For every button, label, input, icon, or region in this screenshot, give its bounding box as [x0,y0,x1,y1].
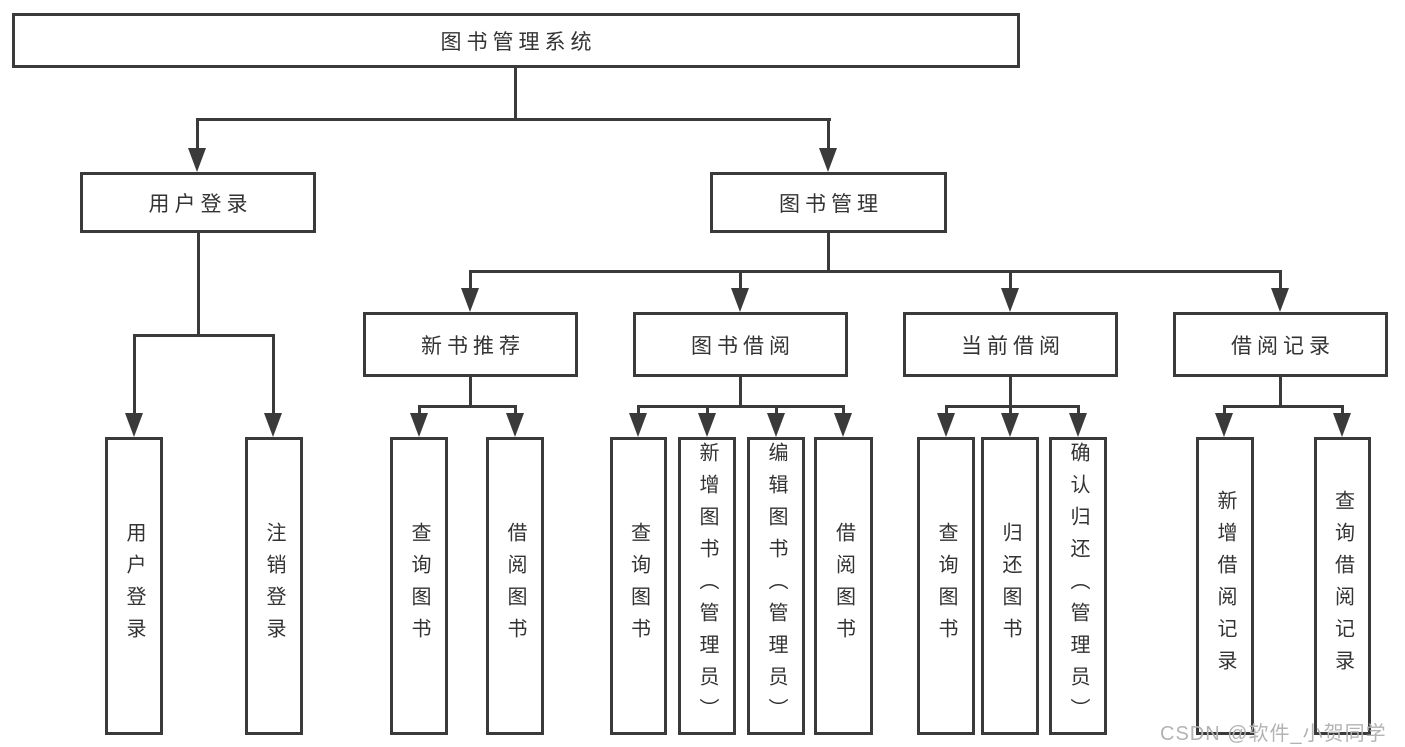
node-book-management-label: 图书管理 [779,192,883,216]
arrowhead [1271,288,1289,312]
arrowhead [1001,288,1019,312]
arrowhead [834,413,852,437]
connector [514,405,517,416]
leaf-query-books-current: 查询图书 [917,437,975,735]
connector [1279,377,1282,408]
arrowhead [410,413,428,437]
leaf-query-books-recommend: 查询图书 [390,437,448,735]
connector [196,118,199,150]
node-user-login: 用户登录 [80,172,316,233]
connector [514,68,517,120]
arrowhead [188,148,206,172]
leaf-query-books-recommend-label: 查询图书 [408,522,430,650]
arrowhead [1215,413,1233,437]
leaf-confirm-return-admin-label: 确认归还（管理员） [1067,442,1089,730]
connector [1009,377,1012,408]
arrowhead [629,413,647,437]
node-borrowing-records: 借阅记录 [1173,312,1388,377]
connector [418,405,421,416]
node-user-login-label: 用户登录 [148,192,253,216]
leaf-borrow-books-recommend: 借阅图书 [486,437,544,735]
leaf-query-books-borrowing: 查询图书 [610,437,667,735]
leaf-query-books-borrowing-label: 查询图书 [627,522,650,650]
leaf-logout: 注销登录 [245,437,303,735]
connector [469,377,472,408]
connector [1341,405,1344,416]
leaf-edit-book-admin: 编辑图书（管理员） [747,437,805,735]
node-book-borrowing: 图书借阅 [633,312,848,377]
arrowhead [1001,413,1019,437]
node-current-borrowing: 当前借阅 [903,312,1118,377]
leaf-logout-label: 注销登录 [263,522,285,650]
connector [775,405,778,416]
leaf-add-book-admin: 新增图书（管理员） [678,437,736,735]
connector [842,405,845,416]
connector [196,118,831,121]
leaf-borrow-books-borrowing-label: 借阅图书 [832,522,855,650]
connector [1009,270,1012,292]
leaf-borrow-books-borrowing: 借阅图书 [814,437,873,735]
connector [637,405,844,408]
node-root: 图书管理系统 [12,13,1020,68]
connector [418,405,517,408]
connector [197,233,200,337]
arrowhead [1333,413,1351,437]
leaf-add-borrow-record-label: 新增借阅记录 [1214,490,1236,682]
arrowhead [461,288,479,312]
node-new-book-recommend: 新书推荐 [363,312,578,377]
connector [1223,405,1226,416]
leaf-add-book-admin-label: 新增图书（管理员） [696,442,718,730]
leaf-user-login: 用户登录 [105,437,163,735]
connector [706,405,709,416]
node-book-management: 图书管理 [710,172,947,233]
connector [945,405,948,416]
leaf-add-borrow-record: 新增借阅记录 [1196,437,1254,735]
watermark: CSDN @软件_小贺同学 [1160,723,1387,745]
connector [1077,405,1080,416]
leaf-query-books-current-label: 查询图书 [935,522,957,650]
connector [1279,270,1282,292]
arrowhead [506,413,524,437]
connector [739,270,742,292]
arrowhead [125,413,143,437]
arrowhead [767,413,785,437]
arrowhead [698,413,716,437]
connector [1009,405,1012,416]
connector [469,270,1282,273]
connector [1223,405,1344,408]
leaf-user-login-label: 用户登录 [123,522,145,650]
arrowhead [1069,413,1087,437]
connector [133,334,275,337]
arrowhead [937,413,955,437]
leaf-edit-book-admin-label: 编辑图书（管理员） [765,442,787,730]
leaf-return-book-label: 归还图书 [999,522,1021,650]
node-new-book-recommend-label: 新书推荐 [421,334,525,358]
leaf-return-book: 归还图书 [981,437,1039,735]
connector [739,377,742,408]
leaf-borrow-books-recommend-label: 借阅图书 [504,522,526,650]
connector [469,270,472,292]
connector [637,405,640,416]
arrowhead [264,413,282,437]
connector [827,118,830,150]
connector [272,334,275,416]
node-borrowing-records-label: 借阅记录 [1231,334,1335,358]
node-current-borrowing-label: 当前借阅 [961,334,1065,358]
node-book-borrowing-label: 图书借阅 [691,334,795,358]
connector [945,405,1079,408]
connector [133,334,136,416]
leaf-confirm-return-admin: 确认归还（管理员） [1049,437,1107,735]
node-root-label: 图书管理系统 [440,30,597,54]
arrowhead [731,288,749,312]
arrowhead [819,148,837,172]
leaf-query-borrow-record: 查询借阅记录 [1314,437,1371,735]
leaf-query-borrow-record-label: 查询借阅记录 [1331,490,1354,682]
connector [827,233,830,273]
